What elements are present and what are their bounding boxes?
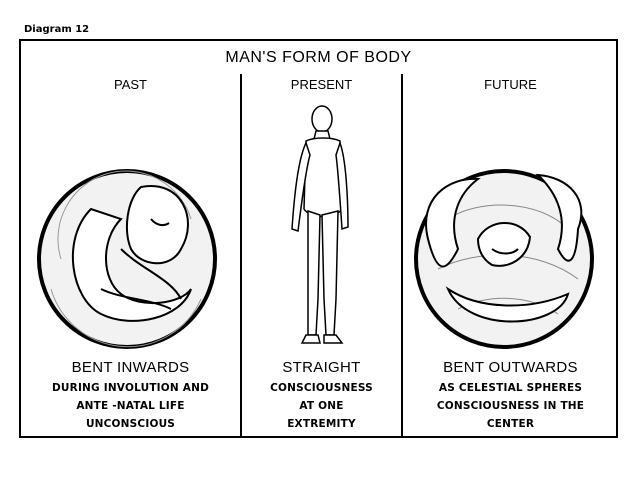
caption-heading-present: STRAIGHT [282, 359, 361, 376]
caption-line-past-1: DURING INVOLUTION AND [52, 382, 209, 394]
column-divider-right [401, 74, 403, 436]
caption-line-future-1: AS CELESTIAL SPHERES [438, 382, 583, 394]
caption-heading-past: BENT INWARDS [71, 359, 190, 376]
outward-bent-figure-sphere-icon [414, 169, 594, 349]
column-divider-left [240, 74, 242, 436]
curled-figure [71, 184, 192, 322]
caption-line-future-2: CONSCIOUSNESS IN THE [436, 400, 585, 412]
curled-embryo-sphere-icon [37, 169, 217, 349]
diagram-title: MAN'S FORM OF BODY [225, 49, 412, 66]
caption-line-future-3: CENTER [486, 418, 535, 430]
caption-line-present-3: EXTREMITY [287, 418, 356, 430]
caption-heading-future: BENT OUTWARDS [443, 359, 578, 376]
panel-present: PRESENT STRAIGHT CONSCIOUSNESS AT ONE EX… [242, 41, 401, 436]
standing-man-figure-icon [291, 105, 349, 344]
caption-line-present-2: AT ONE [299, 400, 344, 412]
caption-line-present-1: CONSCIOUSNESS [270, 382, 373, 394]
column-title-present: PRESENT [290, 77, 353, 92]
outward-figure [425, 173, 583, 323]
column-title-future: FUTURE [484, 77, 537, 92]
caption-line-past-2: ANTE -NATAL LIFE [76, 400, 185, 412]
panel-future: FUTURE BENT OUTWARDS AS CELESTIAL SPHERE… [403, 41, 618, 436]
diagram-frame: MAN'S FORM OF BODY PAST BENT INWARDS DUR… [19, 39, 618, 438]
diagram-label: Diagram 12 [24, 24, 90, 35]
column-title-past: PAST [114, 77, 147, 92]
caption-line-past-3: UNCONSCIOUS [85, 418, 176, 430]
panel-past: PAST BENT INWARDS DURING INVOLUTION AND … [21, 41, 240, 436]
